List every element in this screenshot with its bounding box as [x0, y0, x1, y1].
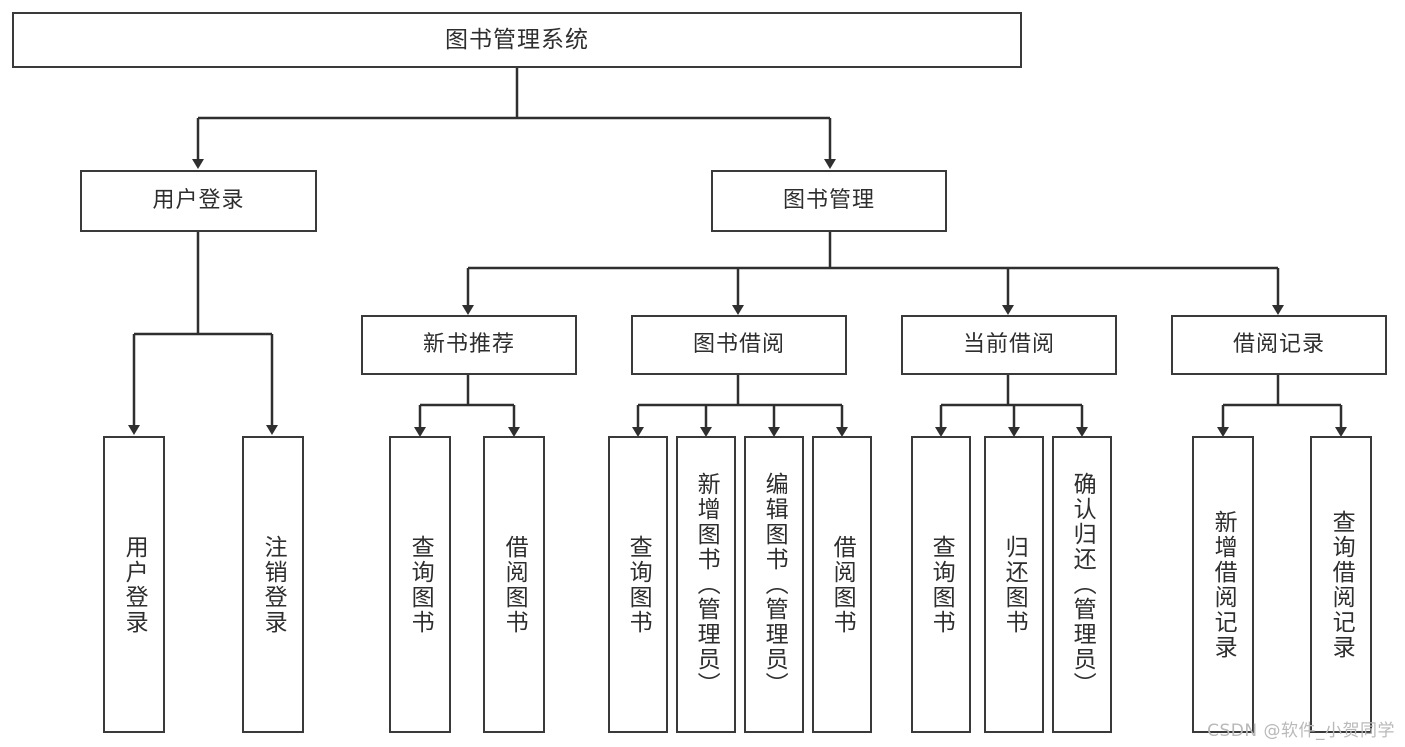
edge-group-borrow — [632, 375, 848, 437]
leaf-borrow-book-newbook[interactable]: 借阅图书 — [483, 436, 545, 733]
leaf-edit-book-admin[interactable]: 编辑图书（管理员） — [744, 436, 804, 733]
node-book-borrow-label: 图书借阅 — [692, 332, 785, 358]
leaf-confirm-return-admin[interactable]: 确认归还（管理员） — [1052, 436, 1112, 733]
edge-group-current-borrow — [935, 375, 1088, 437]
node-user-login[interactable]: 用户登录 — [80, 170, 317, 232]
leaf-edit-book-admin-label: 编辑图书（管理员） — [761, 472, 788, 697]
leaf-user-login-label: 用户登录 — [121, 534, 148, 635]
node-borrow-record[interactable]: 借阅记录 — [1171, 315, 1387, 375]
leaf-query-book-current-label: 查询图书 — [928, 534, 955, 635]
node-book-management[interactable]: 图书管理 — [711, 170, 947, 232]
edge-group-borrow-record — [1217, 375, 1347, 437]
edge-group-book-management — [462, 232, 1284, 315]
node-book-management-label: 图书管理 — [782, 188, 875, 214]
leaf-query-book-newbook-label: 查询图书 — [407, 534, 434, 635]
watermark: CSDN @软件_小贺同学 — [1207, 721, 1395, 741]
node-current-borrow[interactable]: 当前借阅 — [901, 315, 1117, 375]
node-root-label: 图书管理系统 — [445, 26, 589, 53]
leaf-add-borrow-record[interactable]: 新增借阅记录 — [1192, 436, 1254, 733]
leaf-borrow-book-label: 借阅图书 — [829, 534, 856, 635]
leaf-add-book-admin-label: 新增图书（管理员） — [693, 472, 720, 697]
node-root[interactable]: 图书管理系统 — [12, 12, 1022, 68]
leaf-query-borrow-record-label: 查询借阅记录 — [1328, 509, 1355, 660]
leaf-logout-label: 注销登录 — [260, 534, 287, 635]
node-current-borrow-label: 当前借阅 — [962, 332, 1055, 358]
node-new-book-recommend-label: 新书推荐 — [422, 332, 515, 358]
leaf-query-book-newbook[interactable]: 查询图书 — [389, 436, 451, 733]
edge-group-new-book — [414, 375, 520, 437]
leaf-logout[interactable]: 注销登录 — [242, 436, 304, 733]
node-borrow-record-label: 借阅记录 — [1232, 332, 1325, 358]
node-new-book-recommend[interactable]: 新书推荐 — [361, 315, 577, 375]
node-user-login-label: 用户登录 — [152, 188, 245, 214]
leaf-user-login[interactable]: 用户登录 — [103, 436, 165, 733]
leaf-query-book-borrow[interactable]: 查询图书 — [608, 436, 668, 733]
leaf-query-book-borrow-label: 查询图书 — [625, 534, 652, 635]
edge-group-user-login — [128, 232, 278, 435]
leaf-add-book-admin[interactable]: 新增图书（管理员） — [676, 436, 736, 733]
leaf-return-book-label: 归还图书 — [1001, 534, 1028, 635]
leaf-return-book[interactable]: 归还图书 — [984, 436, 1044, 733]
leaf-confirm-return-admin-label: 确认归还（管理员） — [1069, 472, 1096, 697]
node-book-borrow[interactable]: 图书借阅 — [631, 315, 847, 375]
leaf-query-borrow-record[interactable]: 查询借阅记录 — [1310, 436, 1372, 733]
leaf-query-book-current[interactable]: 查询图书 — [911, 436, 971, 733]
leaf-borrow-book[interactable]: 借阅图书 — [812, 436, 872, 733]
leaf-add-borrow-record-label: 新增借阅记录 — [1210, 509, 1237, 660]
leaf-borrow-book-newbook-label: 借阅图书 — [501, 534, 528, 635]
edge-group-root — [192, 68, 836, 169]
